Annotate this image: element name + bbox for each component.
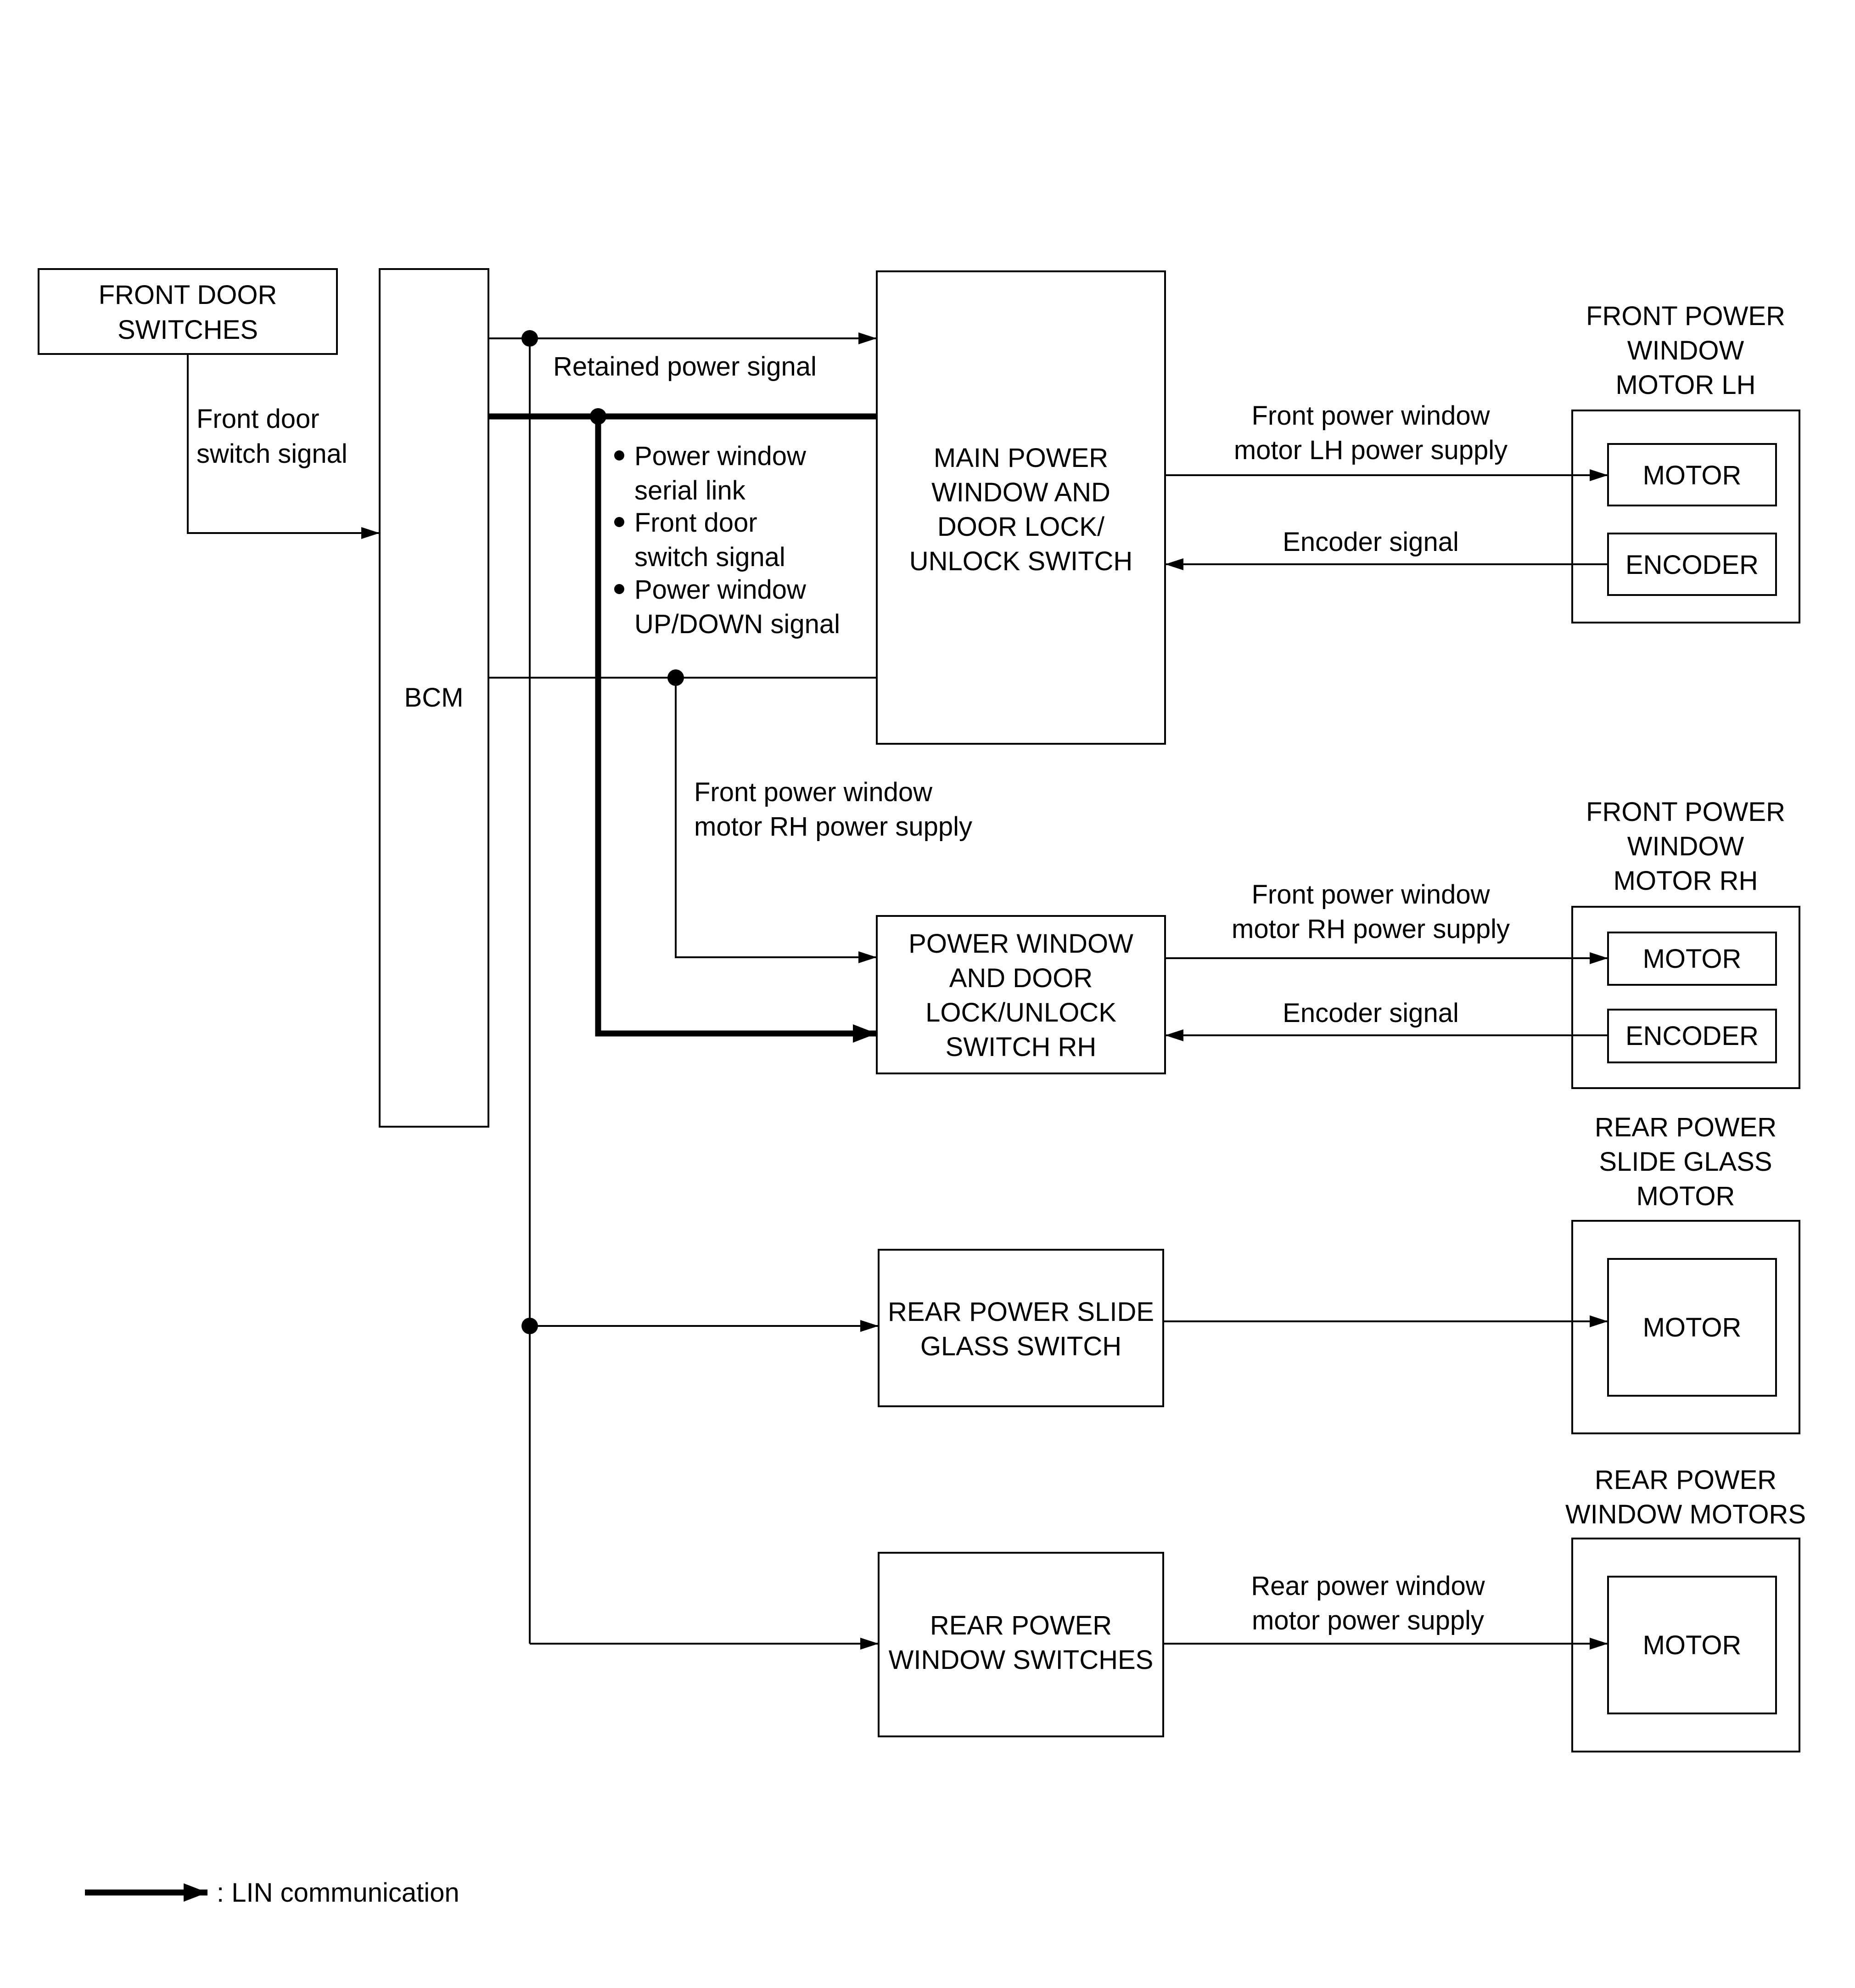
front-lh-title-3: MOTOR LH (1615, 370, 1755, 400)
rh-switch-label-2: AND DOOR (949, 963, 1093, 993)
front-door-signal-label-2: switch signal (196, 439, 347, 469)
connection-lines (187, 332, 1608, 1650)
rear-windows-title-2: WINDOW MOTORS (1565, 1499, 1806, 1529)
rear-windows-motor-label: MOTOR (1643, 1630, 1742, 1660)
main-switch-label-2: WINDOW AND (931, 477, 1110, 507)
rear-slide-switch-label-2: GLASS SWITCH (920, 1331, 1121, 1361)
front-door-switches-label-1: FRONT DOOR (99, 280, 277, 310)
rear-slide-glass-switch-box: REAR POWER SLIDE GLASS SWITCH (878, 1249, 1164, 1407)
junction-dot (521, 330, 538, 347)
rear-slide-title-2: SLIDE GLASS (1599, 1147, 1772, 1177)
junction-dot (521, 1318, 538, 1334)
retained-power-label: Retained power signal (553, 352, 817, 382)
rear-window-switches-label-2: WINDOW SWITCHES (889, 1645, 1154, 1675)
bcm-label: BCM (404, 683, 464, 713)
bullet (614, 517, 624, 527)
front-rh-title-2: WINDOW (1627, 831, 1744, 861)
main-power-window-switch-box: MAIN POWER WINDOW AND DOOR LOCK/ UNLOCK … (876, 270, 1166, 745)
signal-labels: Front door switch signal Retained power … (196, 352, 1510, 1635)
rear-windows-title-1: REAR POWER (1595, 1465, 1777, 1495)
lin-bullet-2b: switch signal (634, 542, 785, 572)
rear-supply-label-1: Rear power window (1251, 1571, 1485, 1601)
rh-power-supply-line (675, 678, 877, 963)
front-rh-title-1: FRONT POWER (1586, 797, 1785, 827)
front-door-signal-label-1: Front door (196, 404, 319, 434)
bullet (614, 450, 624, 460)
front-door-switches-box: FRONT DOOR SWITCHES (38, 268, 338, 355)
front-rh-motor-label: MOTOR (1643, 944, 1742, 974)
front-power-window-motor-lh: FRONT POWER WINDOW MOTOR LH MOTOR ENCODE… (1571, 301, 1800, 623)
rear-slide-title-3: MOTOR (1636, 1181, 1735, 1211)
front-lh-title-1: FRONT POWER (1586, 301, 1785, 331)
power-window-switch-rh-box: POWER WINDOW AND DOOR LOCK/UNLOCK SWITCH… (876, 915, 1166, 1074)
rear-slide-motor-label: MOTOR (1643, 1313, 1742, 1342)
rear-power-slide-glass-motor: REAR POWER SLIDE GLASS MOTOR MOTOR (1571, 1112, 1800, 1434)
lin-to-rh-switch (595, 416, 877, 1043)
bullet (614, 584, 624, 594)
rear-slide-motor-inner (1607, 1258, 1777, 1397)
junction-dots (521, 330, 684, 1334)
lin-bullet-3a: Power window (634, 575, 807, 605)
front-rh-encoder-label: ENCODER (1625, 1021, 1759, 1051)
rh-switch-label-3: LOCK/UNLOCK (925, 998, 1116, 1028)
front-lh-encoder-label: ENCODER (1625, 550, 1759, 580)
rh-encoder-label: Encoder signal (1283, 998, 1459, 1028)
front-door-signal-line (187, 354, 380, 539)
rh-supply-bcm-label-2: motor RH power supply (694, 812, 972, 842)
junction-dot (667, 669, 684, 686)
main-switch-label-4: UNLOCK SWITCH (909, 546, 1133, 576)
rear-power-window-switches-box: REAR POWER WINDOW SWITCHES (878, 1552, 1164, 1737)
lh-encoder-label: Encoder signal (1283, 527, 1459, 557)
rh-supply-label-2: motor RH power supply (1232, 914, 1510, 944)
front-rh-title-3: MOTOR RH (1614, 866, 1758, 896)
main-switch-label-1: MAIN POWER (934, 443, 1108, 473)
front-power-window-motor-rh: FRONT POWER WINDOW MOTOR RH MOTOR ENCODE… (1571, 797, 1800, 1089)
rh-switch-label-4: SWITCH RH (946, 1032, 1097, 1062)
front-lh-motor-label: MOTOR (1643, 460, 1742, 490)
lin-bullet-2a: Front door (634, 508, 757, 538)
junction-dot (590, 408, 606, 425)
lh-supply-label-1: Front power window (1252, 401, 1491, 431)
rh-switch-label-1: POWER WINDOW (908, 929, 1133, 959)
rear-slide-title-1: REAR POWER (1595, 1112, 1777, 1142)
lin-bullet-1a: Power window (634, 441, 807, 471)
front-lh-title-2: WINDOW (1627, 336, 1744, 365)
front-door-switches-label-2: SWITCHES (118, 315, 258, 345)
legend: : LIN communication (85, 1878, 460, 1908)
lh-supply-label-2: motor LH power supply (1234, 435, 1508, 465)
rear-slide-switch-label-1: REAR POWER SLIDE (888, 1297, 1154, 1327)
rear-power-window-motors: REAR POWER WINDOW MOTORS MOTOR (1565, 1465, 1806, 1752)
rh-supply-label-1: Front power window (1252, 880, 1491, 910)
lin-bullet-3b: UP/DOWN signal (634, 609, 840, 639)
bcm-box: BCM (379, 268, 489, 1128)
lin-bullet-1b: serial link (634, 476, 746, 505)
lin-legend-label: : LIN communication (217, 1878, 460, 1908)
rear-window-switches-label-1: REAR POWER (930, 1611, 1112, 1640)
rh-supply-bcm-label-1: Front power window (694, 777, 933, 807)
main-switch-label-3: DOOR LOCK/ (937, 512, 1105, 542)
rear-supply-label-2: motor power supply (1252, 1606, 1484, 1635)
rear-windows-motor-block (1607, 1576, 1777, 1714)
